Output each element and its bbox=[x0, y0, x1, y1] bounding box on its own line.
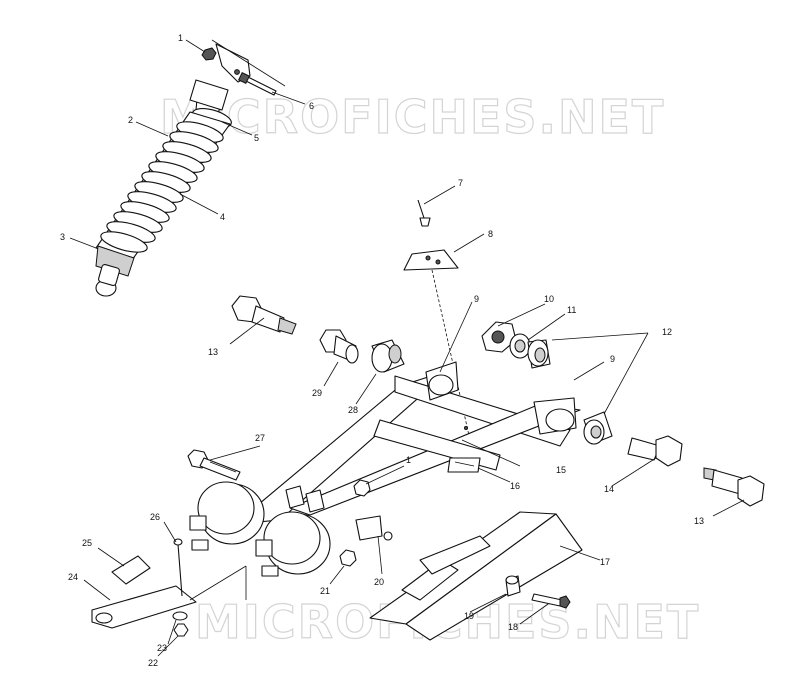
callout-6: 6 bbox=[309, 101, 314, 111]
callout-19: 19 bbox=[464, 611, 474, 621]
tie-down-bracket bbox=[91, 555, 197, 629]
pivot-tube-left bbox=[425, 361, 459, 401]
shoulder-bolt-right-13 bbox=[703, 467, 765, 507]
axle-clamp-left bbox=[189, 481, 265, 551]
callout-numbers: 1 2 3 4 5 6 7 8 9 9 10 11 12 13 13 14 15… bbox=[60, 33, 704, 668]
callout-20: 20 bbox=[374, 577, 384, 587]
callout-22: 22 bbox=[148, 658, 158, 668]
callout-15: 15 bbox=[556, 465, 566, 475]
axle-clamp-right bbox=[255, 511, 331, 577]
pivot-tube-right bbox=[533, 397, 577, 435]
rod bbox=[173, 538, 183, 597]
shock-absorber bbox=[95, 87, 232, 297]
callout-16: 16 bbox=[510, 481, 520, 491]
track-plate bbox=[403, 249, 459, 271]
washer-23 bbox=[172, 611, 188, 621]
shock-spring bbox=[100, 121, 224, 253]
clamp-bracket-upper bbox=[285, 485, 305, 509]
callout-26: 26 bbox=[150, 512, 160, 522]
shock-bolt bbox=[237, 71, 277, 96]
shock-spacer bbox=[189, 79, 229, 111]
callout-13-left: 13 bbox=[208, 347, 218, 357]
watermark-top: MICROFICHES.NET bbox=[160, 90, 665, 144]
swing-arm-frame bbox=[234, 369, 581, 525]
slide-rail bbox=[369, 511, 583, 641]
callout-13-right: 13 bbox=[694, 516, 704, 526]
cotter-pin bbox=[417, 199, 431, 227]
callout-23: 23 bbox=[157, 643, 167, 653]
mount-bracket bbox=[355, 515, 393, 541]
callout-2: 2 bbox=[128, 115, 133, 125]
callout-8: 8 bbox=[488, 229, 493, 239]
clamp-bracket-lower bbox=[305, 489, 325, 513]
callout-29: 29 bbox=[312, 388, 322, 398]
callout-3: 3 bbox=[60, 232, 65, 242]
callout-27: 27 bbox=[255, 433, 265, 443]
washer bbox=[509, 333, 531, 359]
nut-22 bbox=[173, 623, 189, 637]
callout-10: 10 bbox=[544, 294, 554, 304]
callout-12: 12 bbox=[662, 327, 672, 337]
sleeve-bushing bbox=[371, 339, 405, 373]
nut-21 bbox=[339, 549, 357, 567]
callout-7: 7 bbox=[458, 178, 463, 188]
bushing-lower bbox=[583, 411, 613, 445]
slide-spacer bbox=[505, 575, 521, 597]
callout-9-upper: 9 bbox=[474, 294, 479, 304]
bushing-upper bbox=[527, 339, 551, 369]
callout-21: 21 bbox=[320, 586, 330, 596]
long-bolt bbox=[187, 449, 241, 481]
callout-24: 24 bbox=[68, 572, 78, 582]
callout-4: 4 bbox=[220, 212, 225, 222]
callout-28: 28 bbox=[348, 405, 358, 415]
callout-14: 14 bbox=[604, 484, 614, 494]
shock-nut-top bbox=[201, 47, 217, 61]
callout-18: 18 bbox=[508, 622, 518, 632]
callout-11: 11 bbox=[567, 305, 576, 315]
callout-1-top: 1 bbox=[178, 33, 183, 43]
shoulder-bolt-right-14 bbox=[627, 435, 683, 467]
leader-lines bbox=[69, 39, 745, 657]
slide-bolt bbox=[531, 593, 571, 609]
shoulder-bolt-left bbox=[231, 295, 297, 335]
callout-9-lower: 9 bbox=[610, 354, 615, 364]
flanged-bushing bbox=[319, 329, 359, 364]
callout-5: 5 bbox=[254, 133, 259, 143]
callout-17: 17 bbox=[600, 557, 610, 567]
callout-25: 25 bbox=[82, 538, 92, 548]
callout-1-lower: 1 bbox=[406, 455, 411, 465]
